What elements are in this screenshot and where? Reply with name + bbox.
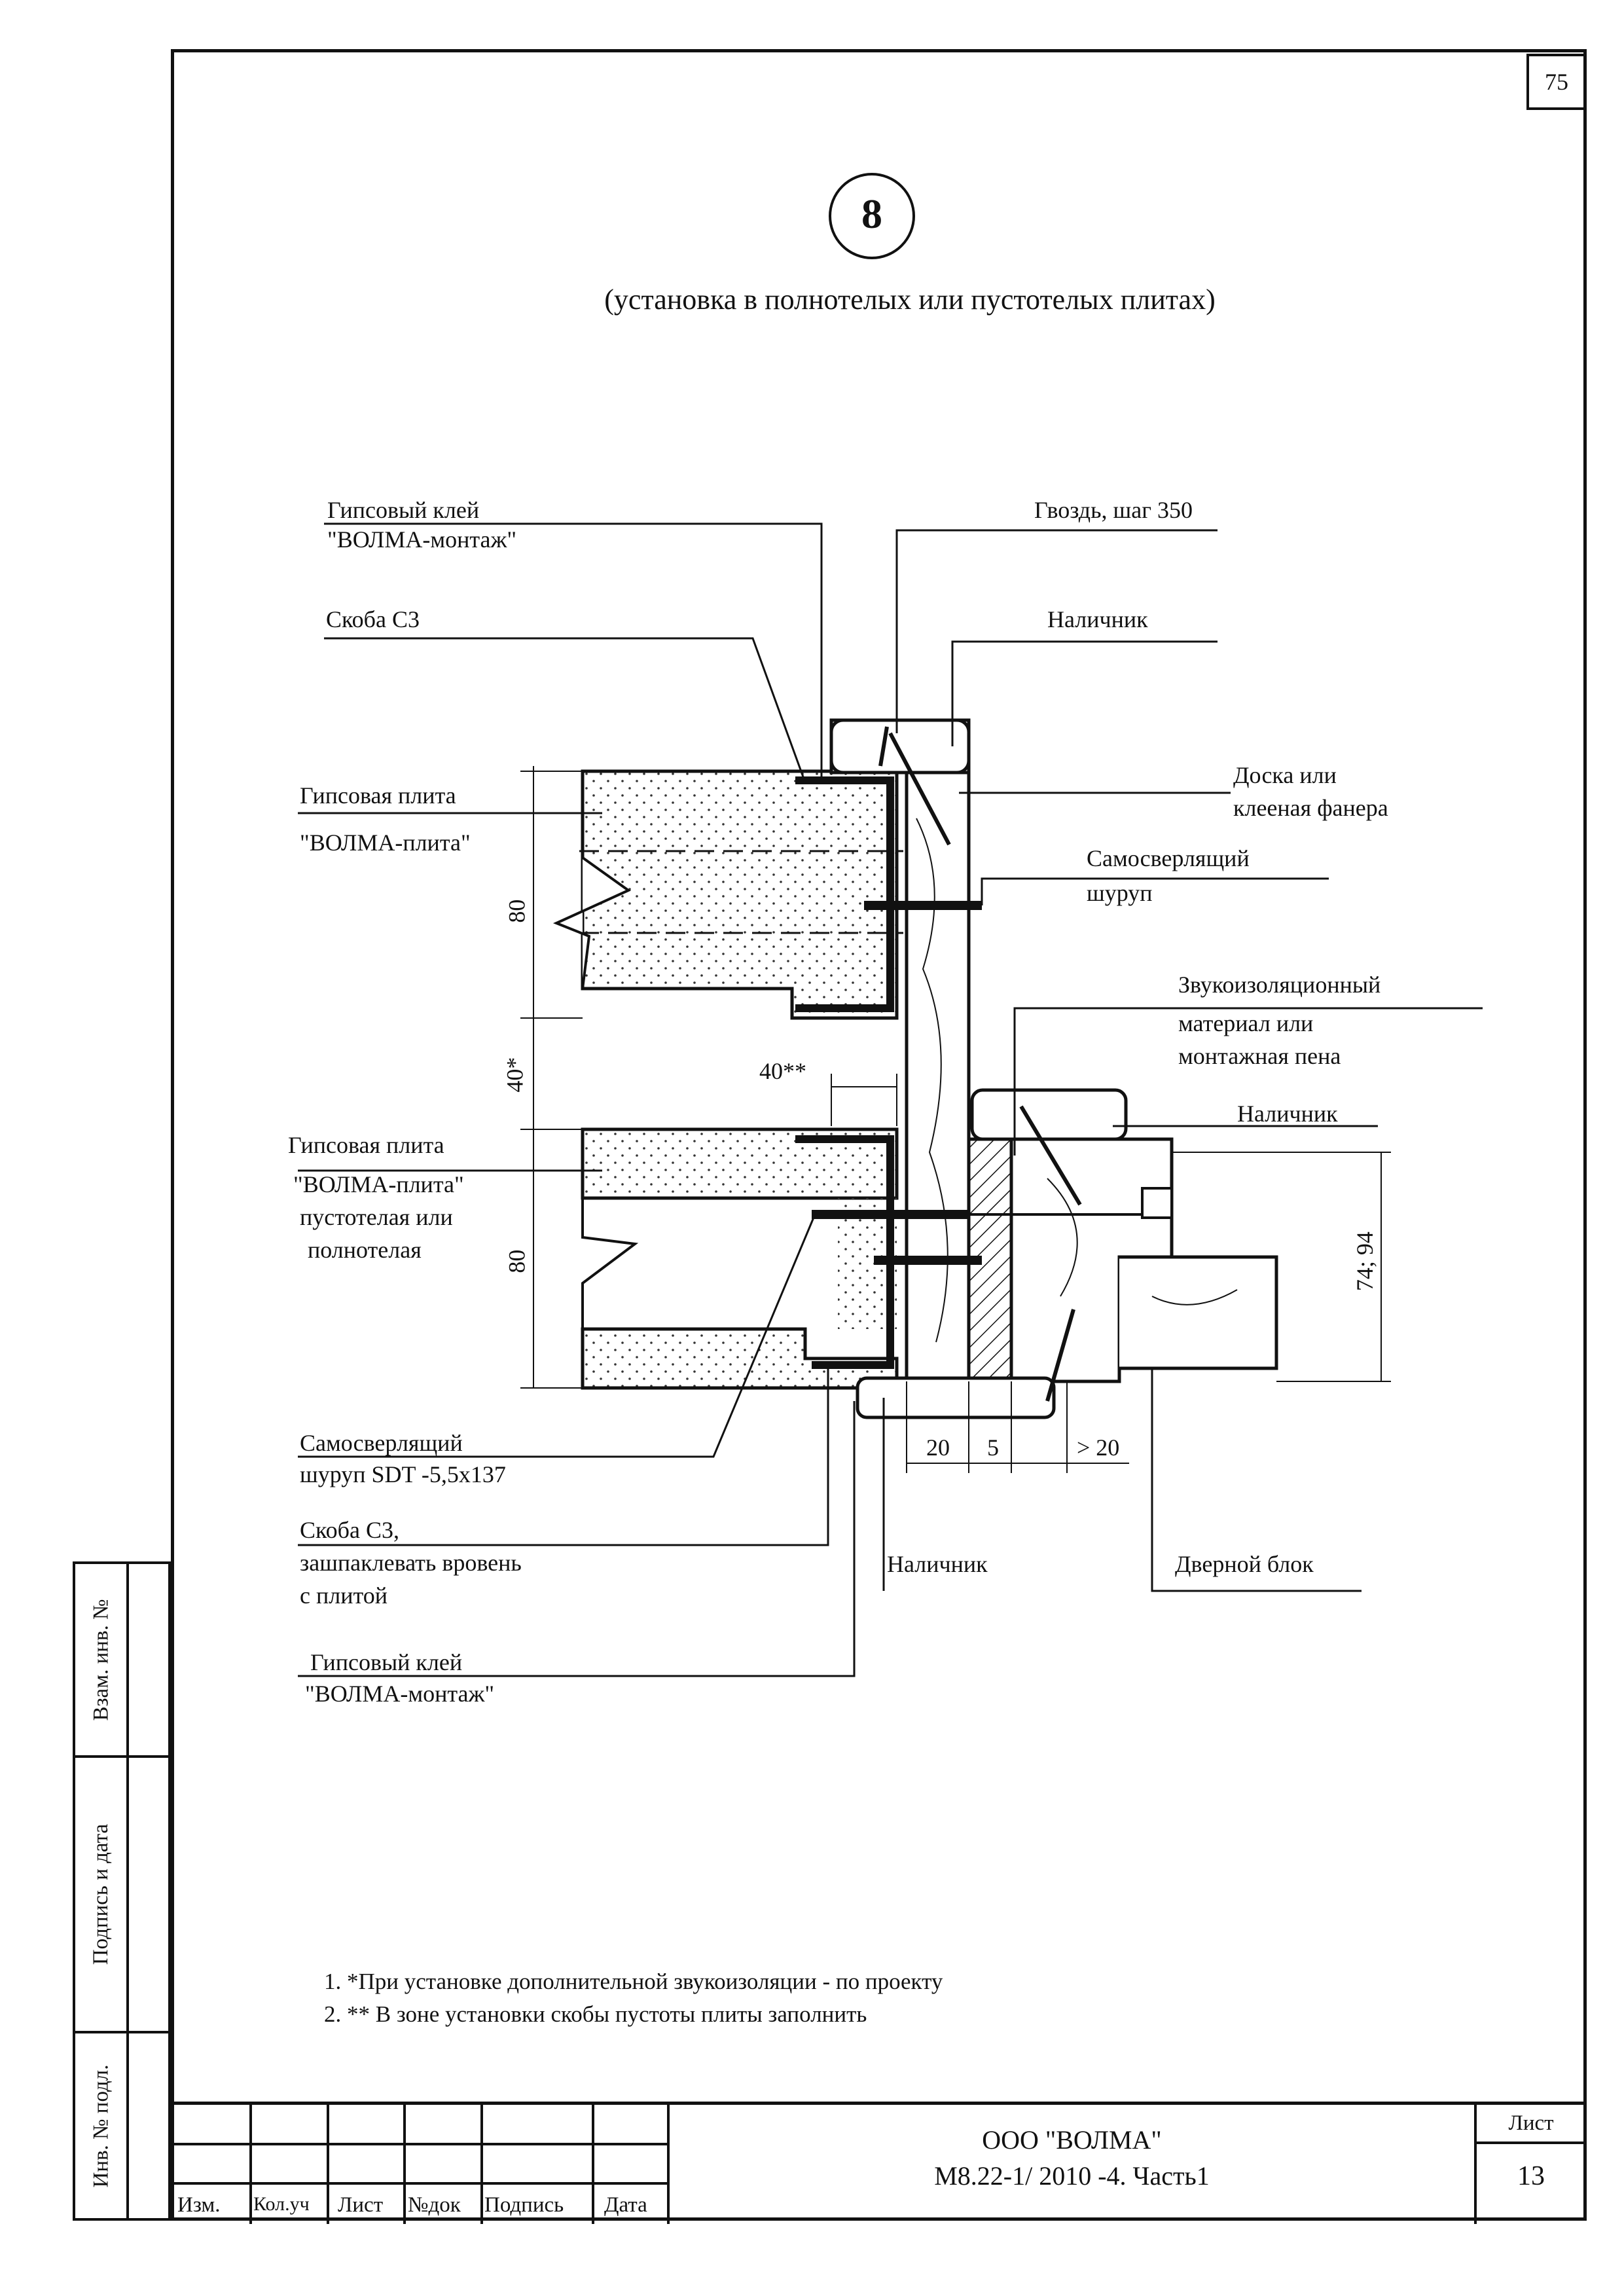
dim-20: 20 <box>926 1434 950 1461</box>
tb-col-list: Лист <box>338 2193 384 2217</box>
label-bracket-bottom-1: Скоба С3, <box>300 1517 399 1543</box>
label-glue-top-1: Гипсовый клей <box>327 497 480 523</box>
screw-sdt <box>812 1187 1173 1219</box>
side-stamp-inv: Инв. № подл. <box>73 2031 171 2221</box>
label-trim-right: Наличник <box>1237 1101 1338 1127</box>
tb-col-data: Дата <box>604 2193 647 2217</box>
tb-sheet-label: Лист <box>1508 2111 1554 2135</box>
label-plate-top-1: Гипсовая плита <box>300 782 456 809</box>
tb-col-koluch: Кол.уч <box>253 2193 310 2215</box>
dim-gap: 40* <box>501 1057 528 1093</box>
dim-plate-bottom: 80 <box>503 1249 530 1273</box>
dim-gt20: > 20 <box>1077 1434 1120 1461</box>
tb-doc: М8.22-1/ 2010 -4. Часть1 <box>934 2161 1210 2191</box>
title-block: Изм. Кол.уч Лист №док Подпись Дата ООО "… <box>171 2102 1587 2224</box>
dim-5: 5 <box>987 1434 999 1461</box>
label-trim-bottom: Наличник <box>887 1551 988 1577</box>
node-caption: (установка в полнотелых или пустотелых п… <box>604 283 1216 316</box>
label-plate-bottom-4: полнотелая <box>308 1237 422 1263</box>
label-trim-top: Наличник <box>1047 606 1148 632</box>
upper-gypsum-plate <box>552 769 903 1020</box>
label-glue-top-2: "ВОЛМА-монтаж" <box>327 526 517 553</box>
trim-top <box>829 718 971 774</box>
bracket-c3-lower <box>795 1135 894 1369</box>
trim-right <box>970 1088 1128 1141</box>
title-block-grid <box>171 2105 1587 2224</box>
node-number-circle <box>829 173 915 259</box>
label-plate-bottom-1: Гипсовая плита <box>288 1132 444 1158</box>
trim-bottom <box>856 1376 1056 1419</box>
tb-col-podpis: Подпись <box>484 2193 564 2217</box>
dim-plate-top: 80 <box>503 899 530 923</box>
node-number: 8 <box>861 191 882 237</box>
label-screw-right-1: Самосверлящий <box>1087 845 1250 871</box>
door-frame <box>1009 1137 1278 1383</box>
dimension-lines <box>520 766 1391 1473</box>
dim-door: 74; 94 <box>1351 1231 1378 1292</box>
label-nail: Гвоздь, шаг 350 <box>1034 497 1193 523</box>
tb-company: ООО "ВОЛМА" <box>982 2125 1162 2155</box>
label-sound-1: Звукоизоляционный <box>1178 972 1381 998</box>
label-plate-bottom-3: пустотелая или <box>300 1204 453 1230</box>
sheet-number: 75 <box>1526 54 1587 110</box>
note-2: 2. ** В зоне установки скобы пустоты пли… <box>324 2001 867 2027</box>
label-glue-bottom-1: Гипсовый клей <box>310 1649 463 1675</box>
label-board-1: Доска или <box>1233 762 1337 788</box>
wood-board <box>905 771 971 1383</box>
tb-sheet-value: 13 <box>1517 2161 1545 2191</box>
dim-bracket-offset: 40** <box>759 1058 806 1084</box>
note-1: 1. *При установке дополнительной звукоиз… <box>324 1969 943 1994</box>
tb-col-ndok: №док <box>408 2193 461 2217</box>
label-sound-2: материал или <box>1178 1010 1314 1036</box>
label-bracket-top: Скоба С3 <box>326 606 420 632</box>
label-door-block: Дверной блок <box>1175 1551 1314 1577</box>
bracket-c3-upper <box>795 776 894 1012</box>
label-screw-sdt-2: шуруп SDT -5,5х137 <box>300 1461 506 1487</box>
label-screw-sdt-1: Самосверлящий <box>300 1430 463 1456</box>
label-bracket-bottom-3: с плитой <box>300 1582 388 1609</box>
label-screw-right-2: шуруп <box>1087 880 1153 906</box>
leader-lines <box>298 522 1483 1677</box>
lower-gypsum-plate <box>581 1127 899 1390</box>
label-plate-bottom-2: "ВОЛМА-плита" <box>293 1171 464 1197</box>
label-sound-3: монтажная пена <box>1178 1043 1341 1069</box>
tb-col-izm: Изм. <box>177 2193 221 2217</box>
label-plate-top-2: "ВОЛМА-плита" <box>300 829 471 856</box>
label-board-2: клееная фанера <box>1233 795 1388 821</box>
label-bracket-bottom-2: зашпаклевать вровень <box>300 1550 522 1576</box>
nails <box>888 732 1082 1402</box>
drawing-frame <box>171 49 1587 2221</box>
label-glue-bottom-2: "ВОЛМА-монтаж" <box>305 1681 495 1707</box>
